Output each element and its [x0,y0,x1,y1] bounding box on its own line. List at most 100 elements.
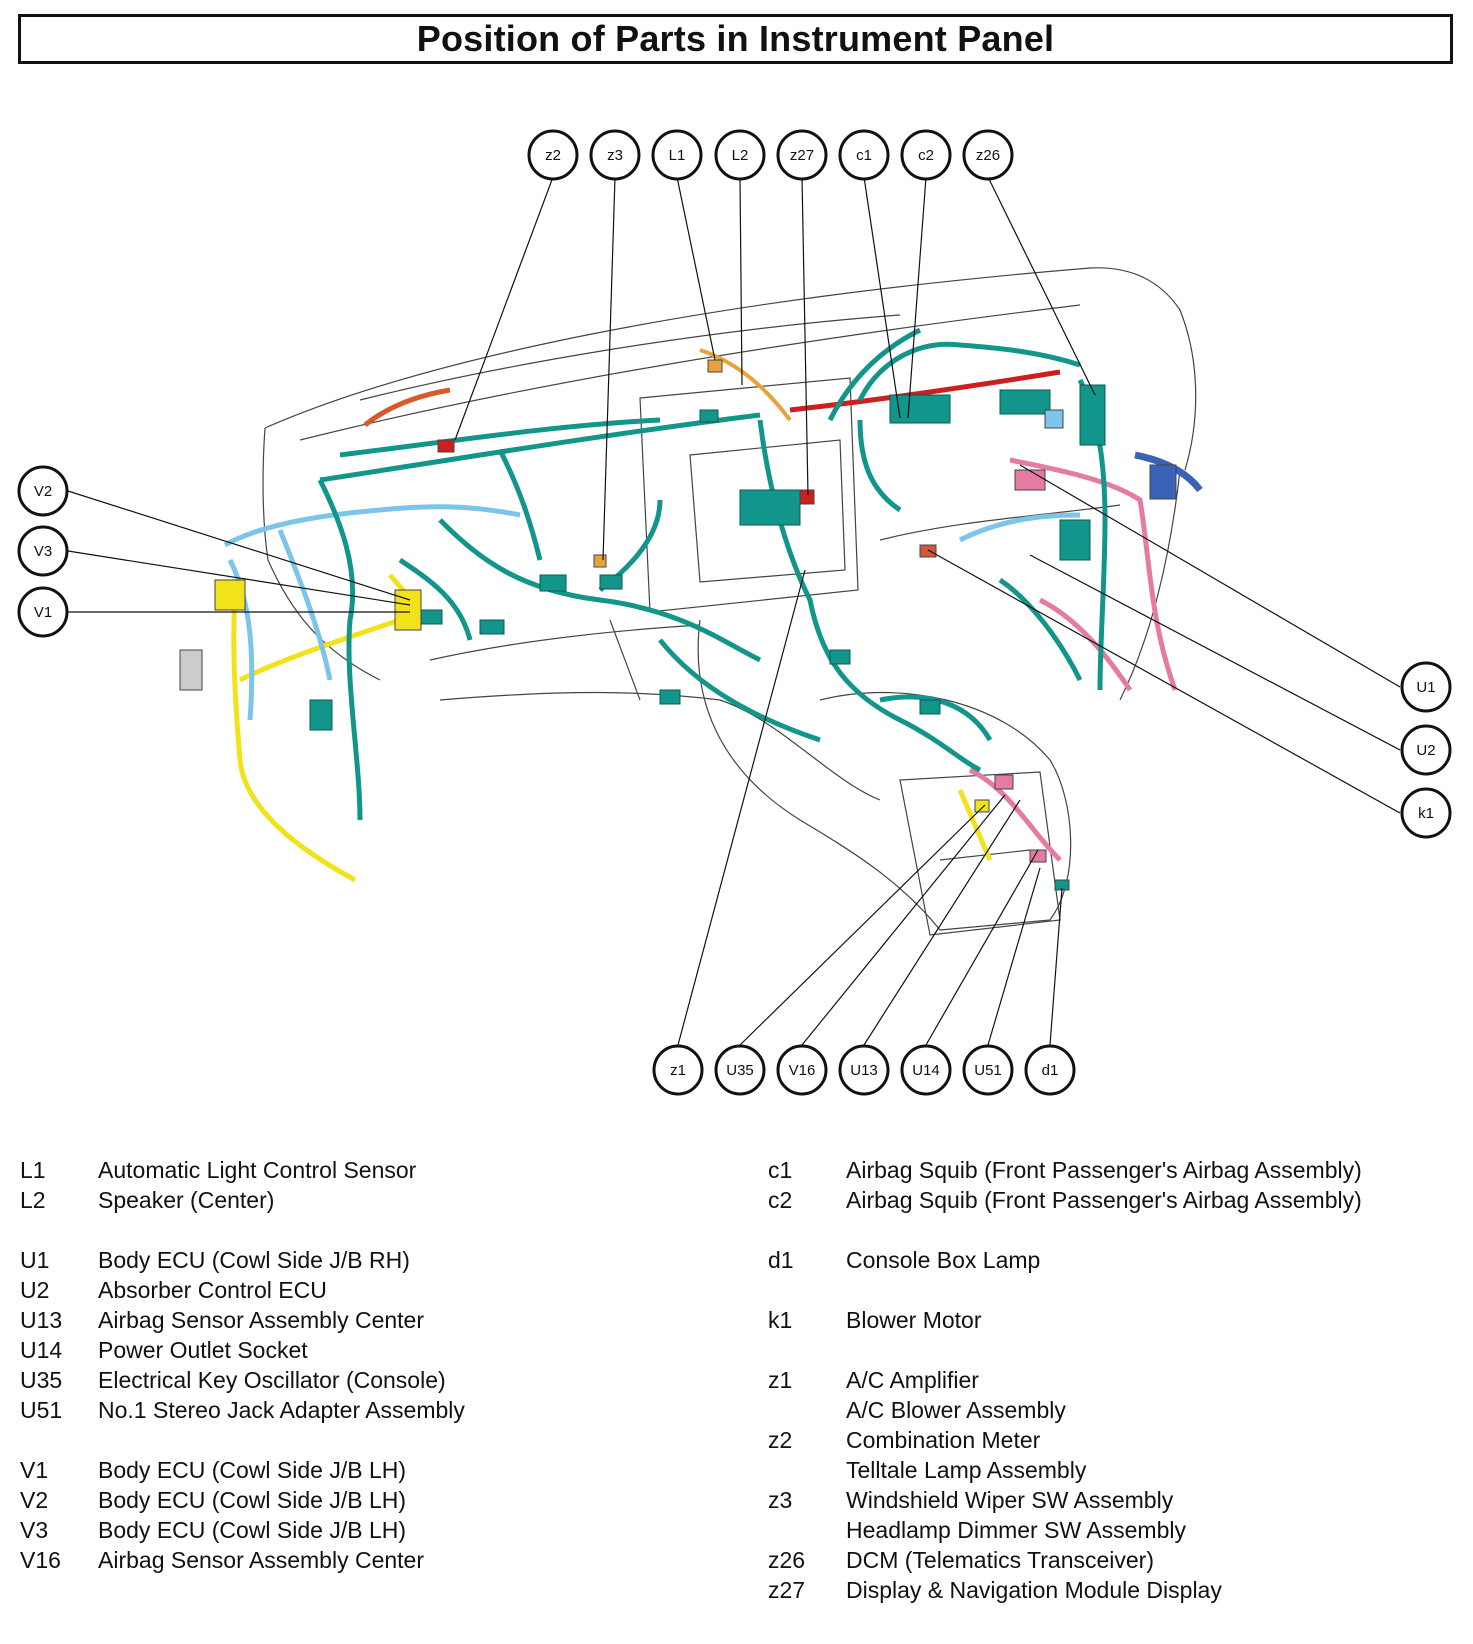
legend-code: U1 [20,1247,50,1273]
callout-circle [651,129,703,181]
callout-label: z27 [790,147,814,164]
callout-circle [714,129,766,181]
callout-V1: V1 [17,586,69,638]
legend-gap [768,1215,1362,1245]
callout-label: V1 [34,604,52,621]
callout-circle [1024,1044,1076,1096]
callout-V2: V2 [17,465,69,517]
legend-code: U35 [20,1367,63,1393]
legend-name: Windshield Wiper SW Assembly [846,1487,1174,1513]
callout-label: d1 [1042,1062,1059,1079]
callout-circle [589,129,641,181]
legend-row: z3 Windshield Wiper SW Assembly [768,1485,1362,1515]
legend-name: Absorber Control ECU [98,1277,327,1303]
callout-circle [1400,787,1452,839]
legend-code: z3 [768,1487,793,1513]
callout-circle [838,1044,890,1096]
legend-code: U14 [20,1337,63,1363]
title-box: Position of Parts in Instrument Panel [18,14,1453,64]
callout-label: V16 [789,1062,816,1079]
callout-label: k1 [1418,805,1434,822]
callout-label: V3 [34,543,52,560]
legend-row: U2 Absorber Control ECU [20,1275,465,1305]
legend-code: V2 [20,1487,49,1513]
callout-c2: c2 [900,129,952,181]
callout-label: z26 [976,147,1000,164]
legend-row: A/C Blower Assembly [768,1395,1362,1425]
legend-row: U35 Electrical Key Oscillator (Console) [20,1365,465,1395]
legend-name: Airbag Sensor Assembly Center [98,1547,424,1573]
callout-circle [17,525,69,577]
legend-code [768,1455,846,1485]
harness-red [789,369,1061,413]
callout-U2: U2 [1400,724,1452,776]
legend-name: Body ECU (Cowl Side J/B LH) [98,1517,407,1543]
legend-code: V1 [20,1457,49,1483]
harness-main [317,327,1108,821]
callout-z2: z2 [527,129,579,181]
legend-name: DCM (Telematics Transceiver) [846,1547,1154,1573]
legend-gap [20,1215,465,1245]
legend-name: A/C Blower Assembly [846,1397,1066,1423]
callout-label: U14 [912,1062,940,1079]
callout-V3: V3 [17,525,69,577]
callout-label: U51 [974,1062,1002,1079]
legend-name: Electrical Key Oscillator (Console) [98,1367,446,1393]
legend-code: c2 [768,1187,793,1213]
legend-name: Blower Motor [846,1307,982,1333]
callout-V16: V16 [776,1044,828,1096]
legend-code: z1 [768,1367,793,1393]
legend-code: U2 [20,1277,50,1303]
legend-name: Console Box Lamp [846,1247,1041,1273]
callout-circle [17,586,69,638]
legend-gap [20,1425,465,1455]
legend-name: Airbag Squib (Front Passenger's Airbag A… [846,1187,1362,1213]
legend-row: c2 Airbag Squib (Front Passenger's Airbag… [768,1185,1362,1215]
callout-circle [1400,724,1452,776]
legend-code: V3 [20,1517,49,1543]
callout-label: z1 [670,1062,686,1079]
callout-z26: z26 [962,129,1014,181]
callout-U35: U35 [714,1044,766,1096]
legend-code: z2 [768,1427,793,1453]
callout-circle [714,1044,766,1096]
legend-row: V3 Body ECU (Cowl Side J/B LH) [20,1515,465,1545]
legend-name: A/C Amplifier [846,1367,979,1393]
legend-code: z27 [768,1577,806,1603]
callout-circle [652,1044,704,1096]
callout-label: U2 [1416,742,1435,759]
legend-code [768,1395,846,1425]
callout-label: L2 [732,147,749,164]
legend-name: Airbag Sensor Assembly Center [98,1307,424,1333]
callout-circle [776,1044,828,1096]
callout-k1: k1 [1400,787,1452,839]
legend-name: No.1 Stereo Jack Adapter Assembly [98,1397,465,1423]
legend-code [768,1515,846,1545]
leader-lines [67,176,1401,1046]
callout-c1: c1 [838,129,890,181]
callout-L2: L2 [714,129,766,181]
callout-label: c2 [918,147,934,164]
legend-row: Telltale Lamp Assembly [768,1455,1362,1485]
harness-yellow [231,573,993,883]
callout-U14: U14 [900,1044,952,1096]
legend-name: Automatic Light Control Sensor [98,1157,417,1183]
callout-circle [17,465,69,517]
legend-row: z1 A/C Amplifier [768,1365,1362,1395]
callout-label: z2 [545,147,561,164]
callout-circle [962,129,1014,181]
legend-name: Power Outlet Socket [98,1337,308,1363]
legend-code: U13 [20,1307,63,1333]
connectors-accent [179,359,1177,891]
